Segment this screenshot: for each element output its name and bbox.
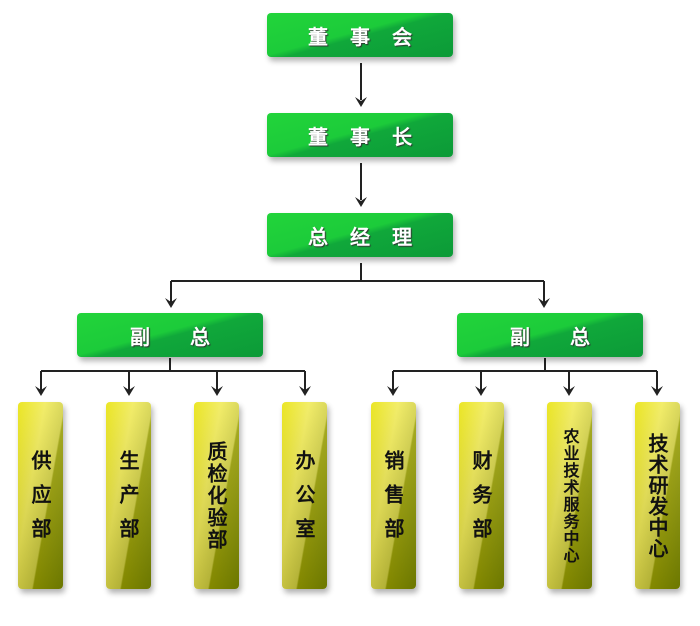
arrow-head-icon xyxy=(355,97,367,107)
arrow-head-icon xyxy=(387,386,399,396)
arrow-head-icon xyxy=(651,386,663,396)
dept-rnd: 技术研发中心 xyxy=(635,402,680,589)
board-box: 董事会 xyxy=(267,13,453,57)
dept-label: 生产部 xyxy=(116,449,140,552)
arrow-head-icon xyxy=(538,298,550,308)
arrow-head-icon xyxy=(563,386,575,396)
vice-president-left-box: 副总 xyxy=(77,313,263,357)
arrow-head-icon xyxy=(211,386,223,396)
dept-office: 办公室 xyxy=(282,402,327,589)
dept-label: 销售部 xyxy=(381,449,405,552)
dept-label: 农业技术服务中心 xyxy=(560,427,580,564)
dept-label: 办公室 xyxy=(292,449,316,552)
dept-label: 质检化验部 xyxy=(204,440,228,551)
dept-sales: 销售部 xyxy=(371,402,416,589)
dept-agri-service: 农业技术服务中心 xyxy=(547,402,592,589)
dept-finance: 财务部 xyxy=(459,402,504,589)
dept-supply: 供应部 xyxy=(18,402,63,589)
dept-label: 技术研发中心 xyxy=(645,432,669,559)
dept-label: 财务部 xyxy=(469,449,493,552)
chairman-box: 董事长 xyxy=(267,113,453,157)
dept-label: 供应部 xyxy=(28,449,52,552)
arrow-head-icon xyxy=(35,386,47,396)
arrow-head-icon xyxy=(165,298,177,308)
arrow-head-icon xyxy=(355,197,367,207)
general-manager-box: 总经理 xyxy=(267,213,453,257)
vice-president-right-box: 副总 xyxy=(457,313,643,357)
dept-production: 生产部 xyxy=(106,402,151,589)
arrow-head-icon xyxy=(299,386,311,396)
dept-quality: 质检化验部 xyxy=(194,402,239,589)
arrow-head-icon xyxy=(475,386,487,396)
arrow-head-icon xyxy=(123,386,135,396)
